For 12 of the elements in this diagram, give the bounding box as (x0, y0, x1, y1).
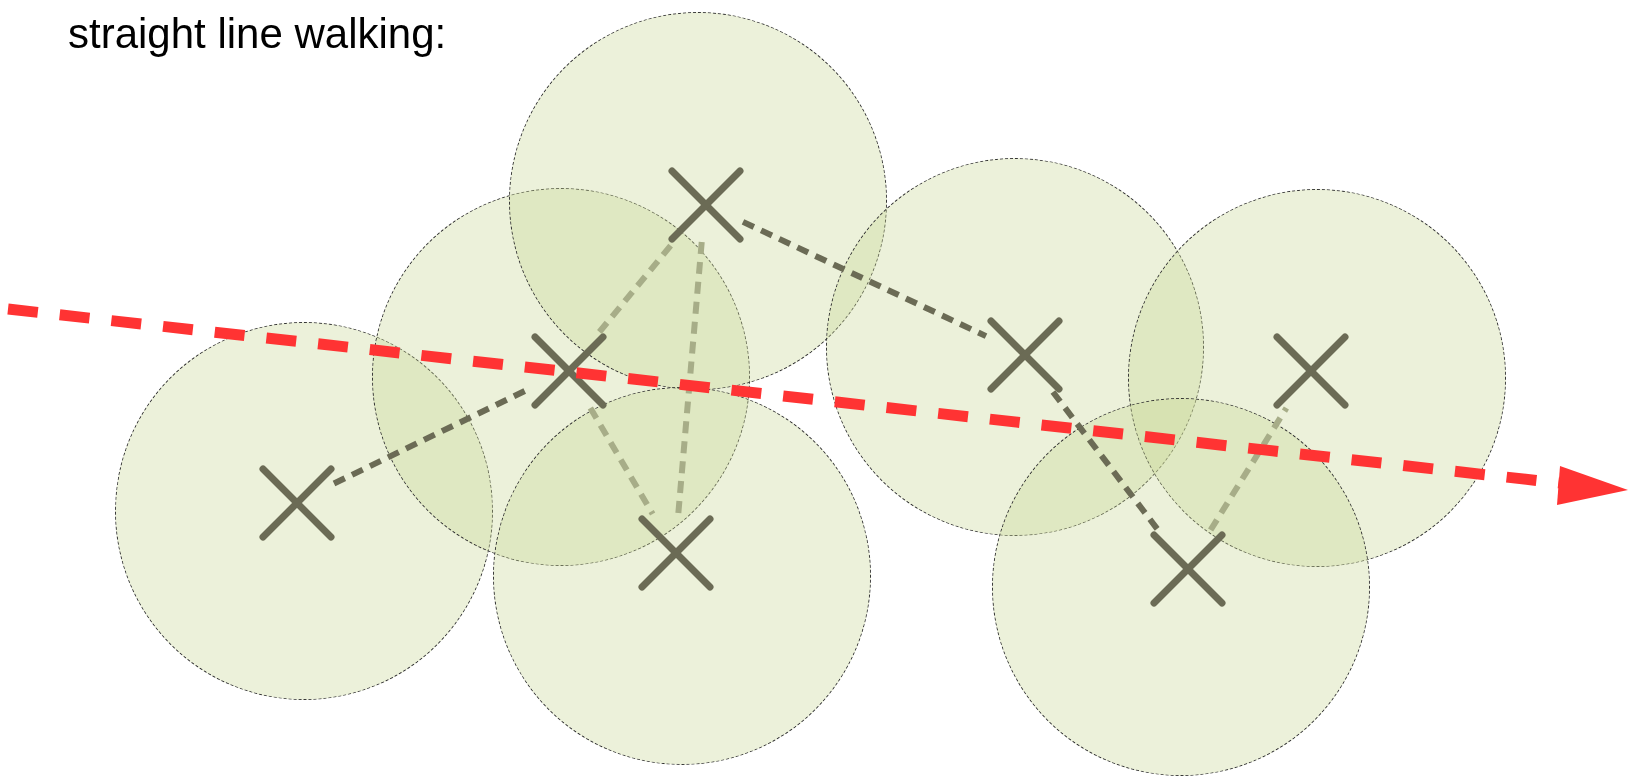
dashed-connector (587, 406, 656, 516)
cross-mark (668, 167, 744, 243)
cross-mark (259, 465, 335, 541)
cross-mark (531, 333, 607, 409)
title: straight line walking: (68, 9, 447, 59)
dashed-connector (741, 219, 988, 339)
cross-mark (987, 317, 1063, 393)
cross-mark (1150, 531, 1226, 607)
cross-mark (1273, 333, 1349, 409)
dashed-connector (1050, 390, 1161, 532)
cross-mark (638, 515, 714, 591)
dashed-connector (675, 241, 705, 515)
